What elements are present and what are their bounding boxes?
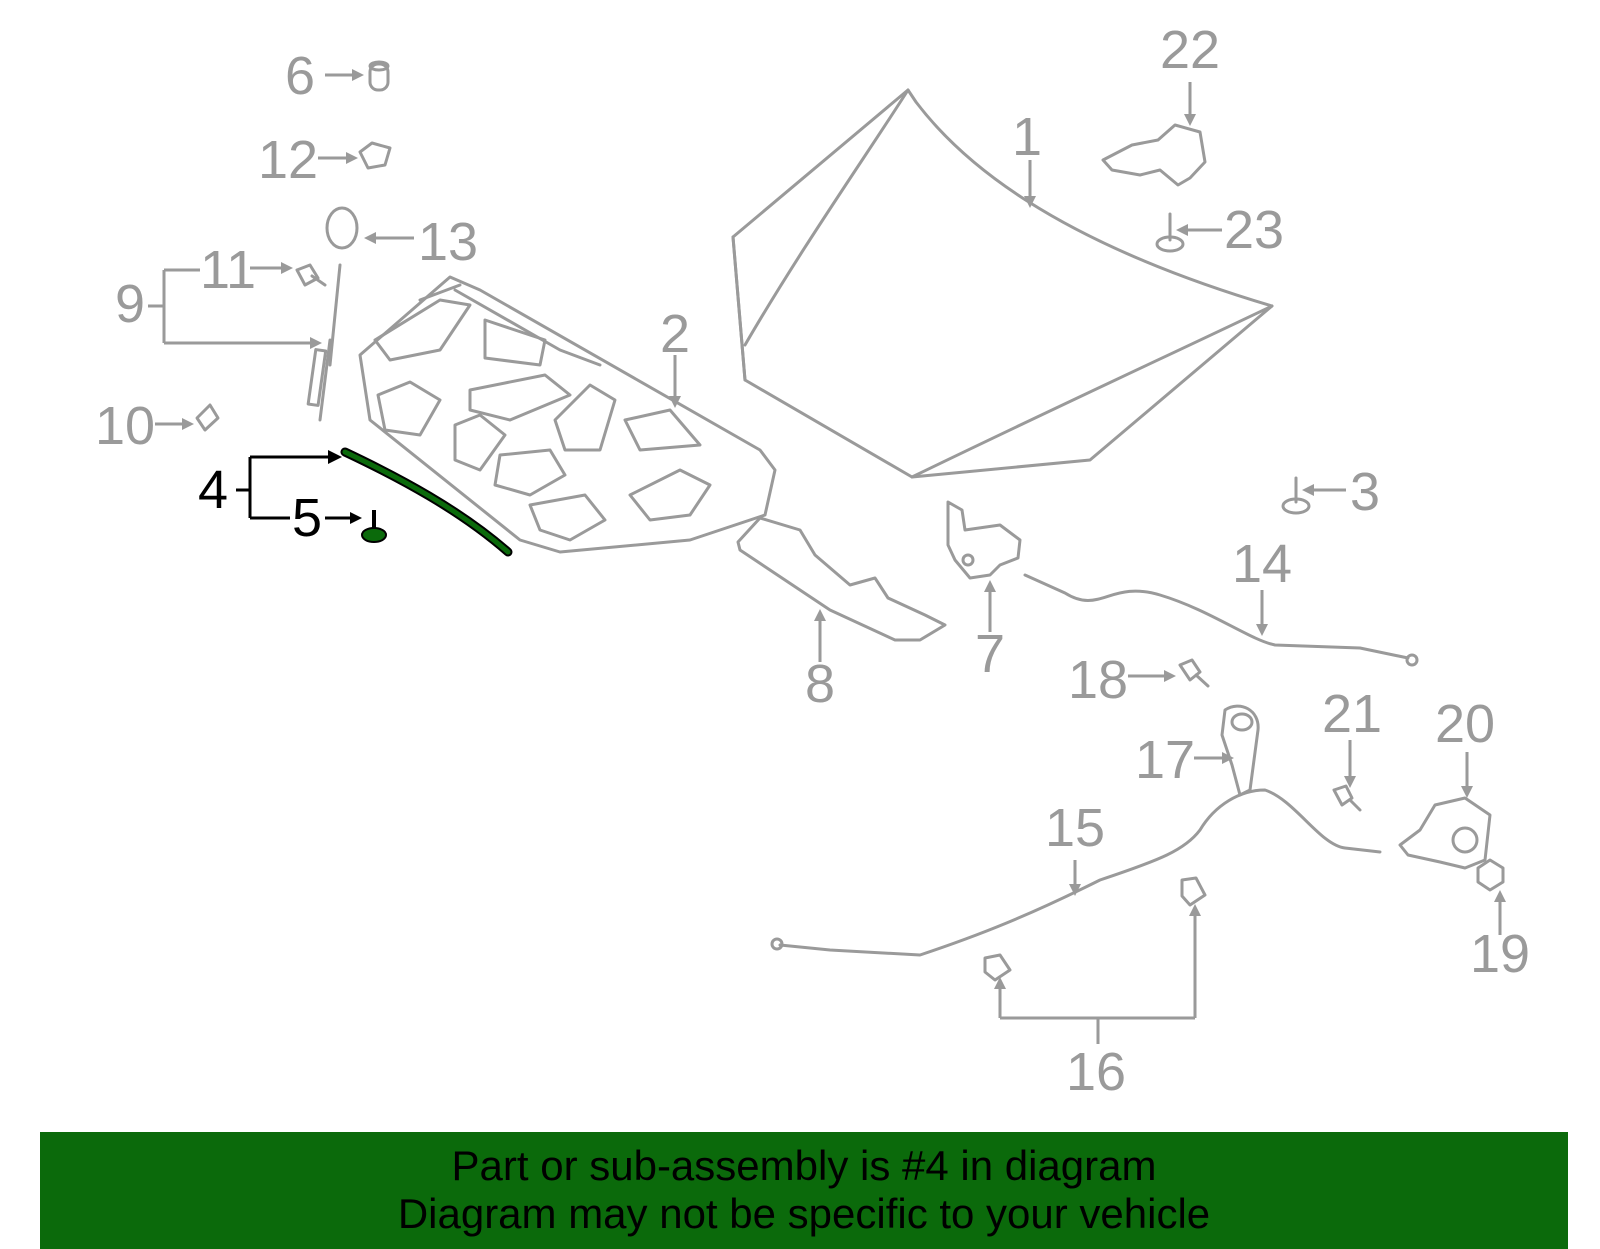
part-10-clip[interactable] bbox=[195, 403, 220, 432]
callout-7: 7 bbox=[975, 624, 1005, 684]
leader-lines bbox=[148, 69, 1506, 1044]
callout-20: 20 bbox=[1435, 694, 1495, 754]
callout-16: 16 bbox=[1066, 1042, 1126, 1102]
callout-6: 6 bbox=[285, 46, 315, 106]
callout-15: 15 bbox=[1045, 798, 1105, 858]
striker-support[interactable] bbox=[736, 516, 947, 642]
callout-22: 22 bbox=[1160, 20, 1220, 80]
callout-11: 11 bbox=[200, 240, 256, 300]
parts-diagram: 1 2 3 4 5 6 7 8 9 10 11 12 13 14 15 16 1… bbox=[95, 20, 1530, 1102]
hood-seal-highlighted[interactable] bbox=[340, 447, 513, 557]
release-cable-lower[interactable] bbox=[770, 788, 1382, 957]
part-21-bolt[interactable] bbox=[1332, 784, 1362, 812]
release-handle[interactable] bbox=[1220, 704, 1260, 797]
banner-line-part: Part or sub-assembly is #4 in diagram bbox=[451, 1142, 1157, 1189]
callout-4: 4 bbox=[198, 460, 228, 520]
callout-13: 13 bbox=[418, 212, 478, 272]
cable-clip-left[interactable] bbox=[983, 953, 1012, 982]
part-19-nut[interactable] bbox=[1476, 858, 1505, 892]
callout-23: 23 bbox=[1224, 200, 1284, 260]
callout-3: 3 bbox=[1350, 462, 1380, 522]
callout-9: 9 bbox=[115, 274, 145, 334]
hood-lock-assembly[interactable] bbox=[1398, 796, 1492, 870]
hood-insulator[interactable] bbox=[358, 275, 777, 554]
callout-5: 5 bbox=[292, 488, 322, 548]
info-banner: Part or sub-assembly is #4 in diagram Di… bbox=[40, 1132, 1568, 1249]
callout-18: 18 bbox=[1068, 650, 1128, 710]
part-6-cap[interactable] bbox=[368, 60, 390, 92]
callout-2: 2 bbox=[660, 304, 690, 364]
callout-19: 19 bbox=[1470, 924, 1530, 984]
hood-support-rod[interactable] bbox=[306, 263, 342, 422]
part-12-clip[interactable] bbox=[358, 141, 392, 170]
part-18-bolt[interactable] bbox=[1178, 658, 1210, 688]
callout-17: 17 bbox=[1135, 730, 1195, 790]
hood-panel[interactable] bbox=[731, 88, 1274, 479]
part-13-grommet[interactable] bbox=[325, 206, 359, 250]
callout-14: 14 bbox=[1232, 534, 1292, 594]
callout-8: 8 bbox=[805, 654, 835, 714]
part-23-bumper[interactable] bbox=[1155, 212, 1185, 253]
part-11-bolt[interactable] bbox=[295, 263, 327, 287]
release-cable-upper[interactable] bbox=[1023, 573, 1419, 667]
cable-clip-right[interactable] bbox=[1180, 876, 1207, 907]
callout-10: 10 bbox=[95, 396, 155, 456]
seal-clip-highlighted[interactable] bbox=[361, 510, 387, 543]
hood-latch[interactable] bbox=[946, 500, 1022, 580]
lock-bracket[interactable] bbox=[1101, 123, 1207, 187]
callout-21: 21 bbox=[1322, 684, 1382, 744]
callout-12: 12 bbox=[258, 130, 318, 190]
callout-1: 1 bbox=[1012, 107, 1042, 167]
part-3-bumper[interactable] bbox=[1281, 476, 1311, 515]
banner-line-disclaimer: Diagram may not be specific to your vehi… bbox=[397, 1190, 1211, 1237]
